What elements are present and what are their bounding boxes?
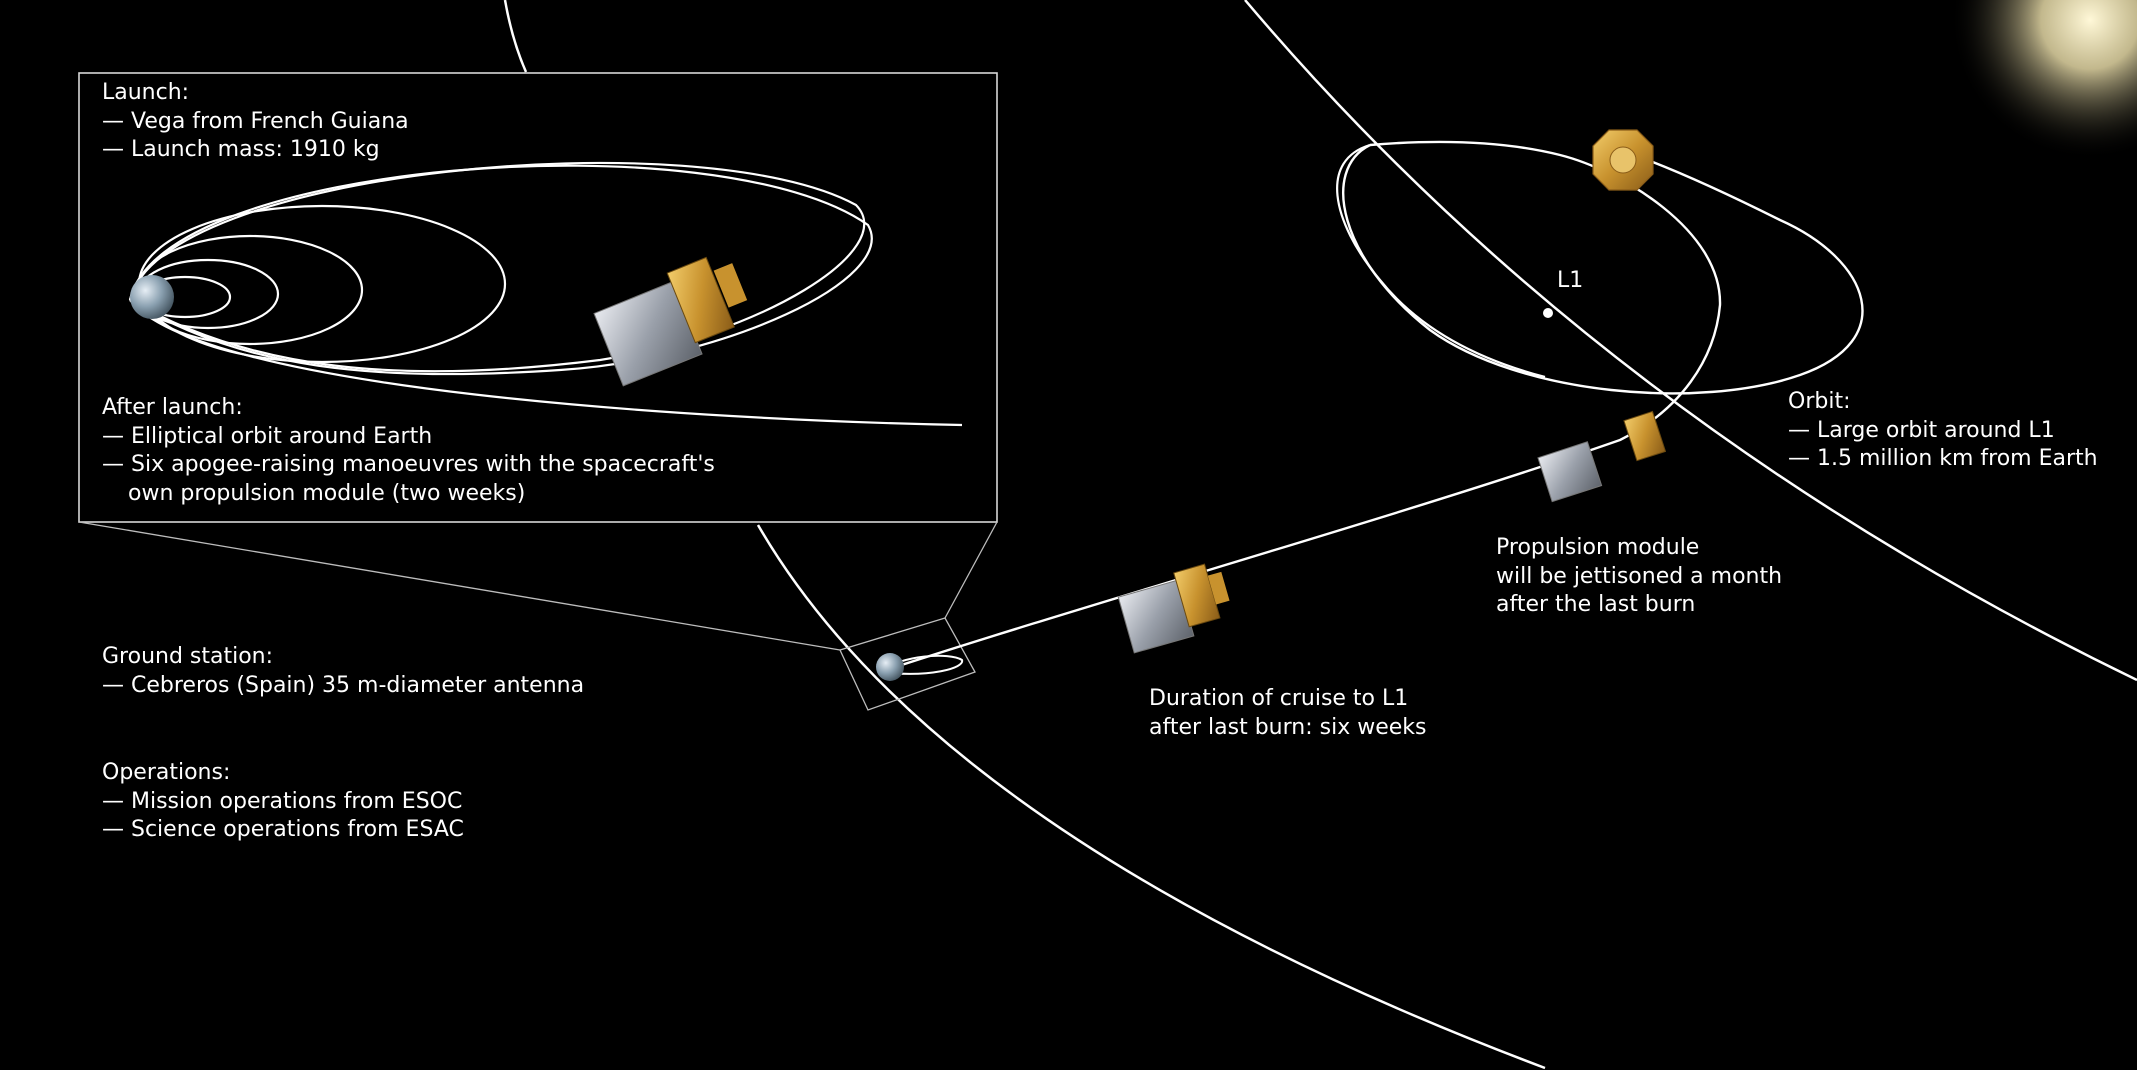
operations-item: — Science operations from ESAC: [102, 817, 464, 842]
operations-title: Operations:: [102, 760, 231, 785]
ground-station-item: — Cebreros (Spain) 35 m-diameter antenna: [102, 672, 585, 698]
sun-earth-line: [1244, 0, 2137, 682]
ground-station-title: Ground station:: [102, 644, 274, 669]
cruise-line: after last burn: six weeks: [1149, 714, 1427, 740]
l1-point: [1543, 308, 1553, 318]
earth-orbit-curve-lower: [756, 524, 1546, 1070]
earth-icon: [130, 275, 174, 319]
zoom-line: [78, 521, 841, 651]
after-launch-title: After launch:: [102, 395, 243, 420]
operations-block: Operations: — Mission operations from ES…: [102, 759, 464, 845]
transfer-trajectory: [879, 140, 1722, 674]
propulsion-line: Propulsion module: [1496, 535, 1700, 560]
after-launch-item: — Elliptical orbit around Earth: [102, 423, 433, 449]
orbit-title: Orbit:: [1788, 389, 1851, 414]
propulsion-line: will be jettisoned a month: [1496, 563, 1783, 589]
cruise-block: Duration of cruise to L1 after last burn…: [1149, 685, 1426, 742]
launch-item: — Launch mass: 1910 kg: [102, 137, 380, 162]
orbit-item: — Large orbit around L1: [1788, 417, 2055, 443]
propulsion-block: Propulsion module will be jettisoned a m…: [1496, 534, 1782, 620]
inset-spacecraft-icon: [593, 256, 748, 387]
departure-loop: [879, 654, 964, 675]
after-launch-block: After launch: — Elliptical orbit around …: [102, 394, 715, 508]
ground-station-block: Ground station: — Cebreros (Spain) 35 m-…: [102, 643, 584, 700]
l1-orbit-inner: [1336, 143, 1546, 379]
cruise-spacecraft-icon: [1117, 563, 1230, 654]
launch-block: Launch: — Vega from French Guiana — Laun…: [102, 79, 409, 165]
orbit-item: — 1.5 million km from Earth: [1788, 446, 2098, 471]
l1-label: L1: [1557, 268, 1584, 293]
launch-title: Launch:: [102, 80, 190, 105]
launch-item: — Vega from French Guiana: [102, 108, 409, 134]
earth-small-icon: [876, 653, 904, 681]
zoom-line: [944, 521, 998, 619]
launch-inset-box: [78, 72, 998, 523]
orbit-block: Orbit: — Large orbit around L1 — 1.5 mil…: [1788, 388, 2098, 474]
earth-orbit-curve: [503, 0, 528, 73]
propulsion-module-icon: [1537, 441, 1603, 503]
cruise-line: Duration of cruise to L1: [1149, 686, 1409, 711]
operations-item: — Mission operations from ESOC: [102, 788, 463, 814]
l1-spacecraft-icon: [1592, 129, 1654, 191]
zoom-box: [839, 617, 976, 711]
after-launch-item: own propulsion module (two weeks): [128, 480, 526, 506]
propulsion-line: after the last burn: [1496, 592, 1696, 617]
sun: [1950, 0, 2137, 160]
after-launch-item: — Six apogee-raising manoeuvres with the…: [102, 452, 715, 477]
science-module-icon: [1623, 410, 1667, 462]
